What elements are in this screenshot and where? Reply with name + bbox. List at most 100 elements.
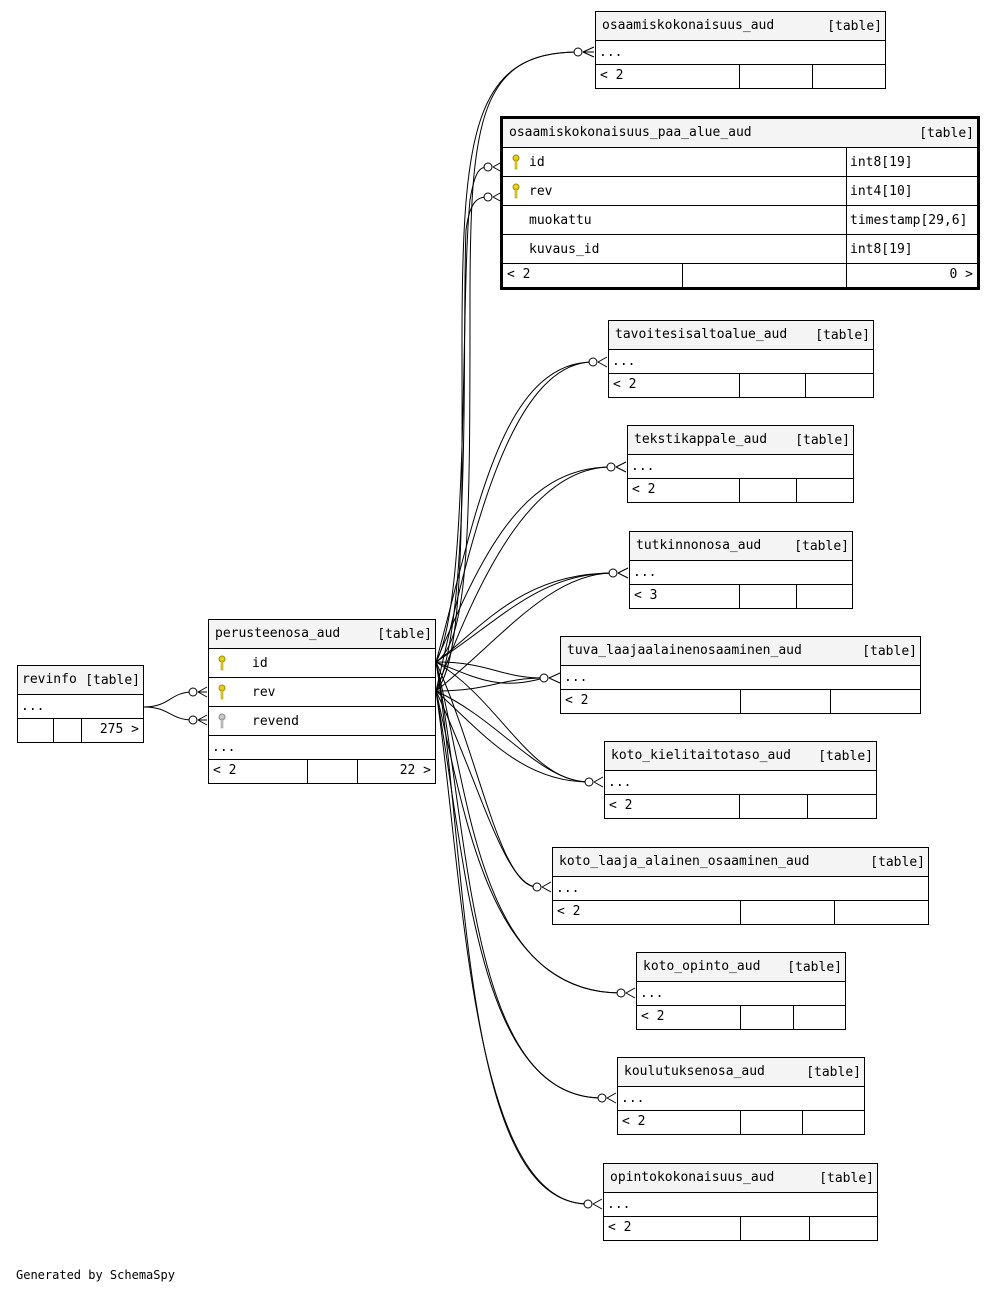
table-kind: [table]: [85, 673, 140, 688]
row-count: [797, 585, 852, 608]
table-tuva-laajaalainenosaaminen-aud[interactable]: tuva_laajaalainenosaaminen_aud [table] .…: [560, 636, 921, 714]
table-koulutuksenosa-aud[interactable]: koulutuksenosa_aud [table] ... < 2: [617, 1057, 865, 1135]
parents-count: < 2: [553, 901, 741, 924]
row-count: 275 >: [99, 722, 139, 737]
table-name: koulutuksenosa_aud: [624, 1064, 765, 1079]
column-name: id: [529, 155, 545, 170]
column-row: id: [209, 649, 435, 678]
table-footer: < 2: [553, 901, 928, 924]
table-tavoitesisaltoalue-aud[interactable]: tavoitesisaltoalue_aud [table] ... < 2: [608, 320, 874, 398]
more-columns: ...: [553, 877, 928, 901]
table-header: koto_opinto_aud [table]: [637, 953, 845, 982]
children-count: [741, 1217, 810, 1240]
table-kind: [table]: [919, 126, 974, 141]
primary-key-icon: [218, 684, 226, 700]
more-columns: ...: [604, 1193, 877, 1217]
column-row: revend: [209, 707, 435, 736]
parents-count: < 2: [637, 1006, 741, 1029]
column-row: id int8[19]: [503, 148, 977, 177]
column-name: id: [252, 656, 268, 671]
children-count: [740, 374, 806, 397]
table-header: osaamiskokonaisuus_aud [table]: [596, 12, 885, 41]
primary-key-icon: [512, 183, 520, 199]
table-header: tuva_laajaalainenosaaminen_aud [table]: [561, 637, 920, 666]
table-koto-laaja-alainen-osaaminen-aud[interactable]: koto_laaja_alainen_osaaminen_aud [table]…: [552, 847, 929, 925]
table-osaamiskokonaisuus-paa-alue-aud[interactable]: osaamiskokonaisuus_paa_alue_aud [table] …: [500, 116, 980, 290]
children-count: 0 >: [949, 267, 973, 282]
table-footer: < 2: [618, 1111, 864, 1134]
parents-count: < 3: [630, 585, 740, 608]
table-footer: < 2: [628, 479, 853, 502]
table-koto-kielitaitotaso-aud[interactable]: koto_kielitaitotaso_aud [table] ... < 2: [604, 741, 877, 819]
table-header: opintokokonaisuus_aud [table]: [604, 1164, 877, 1193]
table-header: tavoitesisaltoalue_aud [table]: [609, 321, 873, 350]
row-count: [794, 1006, 845, 1029]
table-kind: [table]: [819, 1171, 874, 1186]
table-name: koto_opinto_aud: [643, 959, 761, 974]
row-count: [835, 901, 928, 924]
parents-count: < 2: [605, 795, 740, 818]
column-type: int4[10]: [846, 177, 913, 205]
table-footer: < 2: [605, 795, 876, 818]
children-count: [740, 479, 797, 502]
parents-count: < 2: [209, 760, 308, 783]
table-perusteenosa-aud[interactable]: perusteenosa_aud [table] id rev revend .…: [208, 619, 436, 784]
more-columns: ...: [596, 41, 885, 65]
column-row: kuvaus_id int8[19]: [503, 235, 977, 264]
table-kind: [table]: [806, 1065, 861, 1080]
table-footer: < 2 22 >: [209, 760, 435, 783]
table-header: koulutuksenosa_aud [table]: [618, 1058, 864, 1087]
row-count: [797, 479, 853, 502]
children-count: [741, 1006, 794, 1029]
table-name: osaamiskokonaisuus_paa_alue_aud: [509, 125, 752, 140]
table-footer: < 2: [604, 1217, 877, 1240]
table-name: revinfo: [22, 672, 77, 687]
column-row: rev: [209, 678, 435, 707]
more-columns: ...: [561, 666, 920, 690]
primary-key-icon: [218, 655, 226, 671]
row-count: [806, 374, 873, 397]
table-kind: [table]: [870, 855, 925, 870]
foreign-key-icon: [218, 713, 226, 729]
table-revinfo[interactable]: revinfo [table] ... 275 >: [17, 665, 144, 743]
table-name: opintokokonaisuus_aud: [610, 1170, 775, 1185]
more-columns: ...: [605, 771, 876, 795]
table-footer: < 3: [630, 585, 852, 608]
table-name: tutkinnonosa_aud: [636, 538, 762, 553]
table-footer: < 2: [596, 65, 885, 88]
children-count: [741, 690, 831, 713]
table-header: osaamiskokonaisuus_paa_alue_aud [table]: [503, 119, 977, 148]
children-count: [740, 795, 808, 818]
table-koto-opinto-aud[interactable]: koto_opinto_aud [table] ... < 2: [636, 952, 846, 1030]
parents-count: < 2: [503, 264, 683, 287]
table-header: revinfo [table]: [18, 666, 143, 695]
children-count: [741, 901, 835, 924]
table-tutkinnonosa-aud[interactable]: tutkinnonosa_aud [table] ... < 3: [629, 531, 853, 609]
parents-count: [18, 719, 54, 742]
table-name: koto_laaja_alainen_osaaminen_aud: [559, 854, 810, 869]
table-name: tekstikappale_aud: [634, 432, 768, 447]
row-count: [308, 760, 358, 783]
table-tekstikappale-aud[interactable]: tekstikappale_aud [table] ... < 2: [627, 425, 854, 503]
table-osaamiskokonaisuus-aud[interactable]: osaamiskokonaisuus_aud [table] ... < 2: [595, 11, 886, 89]
column-name: kuvaus_id: [529, 242, 600, 257]
parents-count: < 2: [628, 479, 740, 502]
table-name: tavoitesisaltoalue_aud: [615, 327, 788, 342]
children-count: [740, 585, 797, 608]
more-columns: ...: [618, 1087, 864, 1111]
more-columns: ...: [630, 561, 852, 585]
table-kind: [table]: [827, 19, 882, 34]
row-count: [808, 795, 876, 818]
row-count: [683, 264, 847, 287]
table-opintokokonaisuus-aud[interactable]: opintokokonaisuus_aud [table] ... < 2: [603, 1163, 878, 1241]
primary-key-icon: [512, 154, 520, 170]
more-columns: ...: [209, 736, 435, 760]
parents-count: < 2: [618, 1111, 741, 1134]
more-columns: ...: [637, 982, 845, 1006]
table-header: tutkinnonosa_aud [table]: [630, 532, 852, 561]
parents-count: < 2: [609, 374, 740, 397]
table-header: koto_laaja_alainen_osaaminen_aud [table]: [553, 848, 928, 877]
table-kind: [table]: [794, 539, 849, 554]
row-count: [813, 65, 885, 88]
